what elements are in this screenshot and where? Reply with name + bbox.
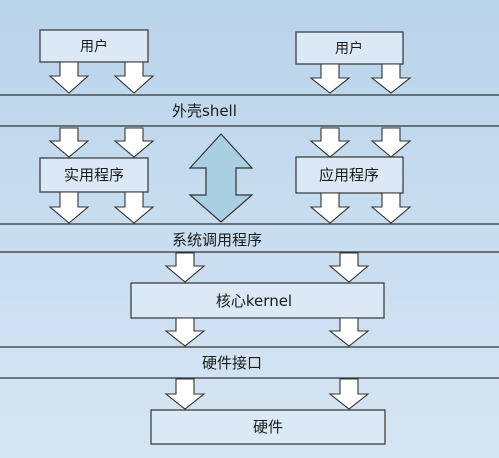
arrow-down-icon: [328, 252, 370, 283]
user-right-label: 用户: [335, 40, 363, 57]
applications-box: [295, 156, 404, 194]
double-arrow-icon: [188, 133, 254, 223]
arrow-down-icon: [370, 127, 412, 158]
hw-interface-label: 硬件接口: [202, 354, 262, 372]
arrow-down-icon: [113, 127, 155, 158]
user-box-right: [295, 31, 404, 65]
syscall-label: 系统调用程序: [172, 231, 262, 249]
arrow-down-icon: [113, 191, 155, 224]
user-box-left: [39, 29, 149, 63]
arrow-down-icon: [113, 61, 155, 94]
kernel-label: 核心kernel: [216, 292, 292, 310]
arrow-down-icon: [48, 191, 90, 224]
arrow-down-icon: [164, 317, 206, 347]
arrow-down-icon: [309, 63, 351, 94]
arrow-down-icon: [370, 63, 412, 94]
arrow-down-icon: [370, 192, 412, 224]
applications-label: 应用程序: [319, 166, 379, 184]
hardware-label: 硬件: [253, 418, 283, 436]
arrow-down-icon: [48, 61, 90, 94]
hardware-box: [150, 409, 386, 445]
arrow-down-icon: [164, 378, 206, 410]
arrow-down-icon: [48, 127, 90, 158]
kernel-box: [130, 282, 385, 319]
user-left-label: 用户: [80, 38, 108, 55]
arrow-down-icon: [164, 252, 206, 283]
utilities-label: 实用程序: [64, 166, 124, 184]
arrow-down-icon: [328, 378, 370, 410]
arrow-down-icon: [309, 127, 351, 158]
arrow-down-icon: [309, 192, 351, 224]
utilities-box: [39, 157, 149, 193]
arrow-down-icon: [328, 317, 370, 347]
shell-label: 外壳shell: [172, 102, 237, 120]
